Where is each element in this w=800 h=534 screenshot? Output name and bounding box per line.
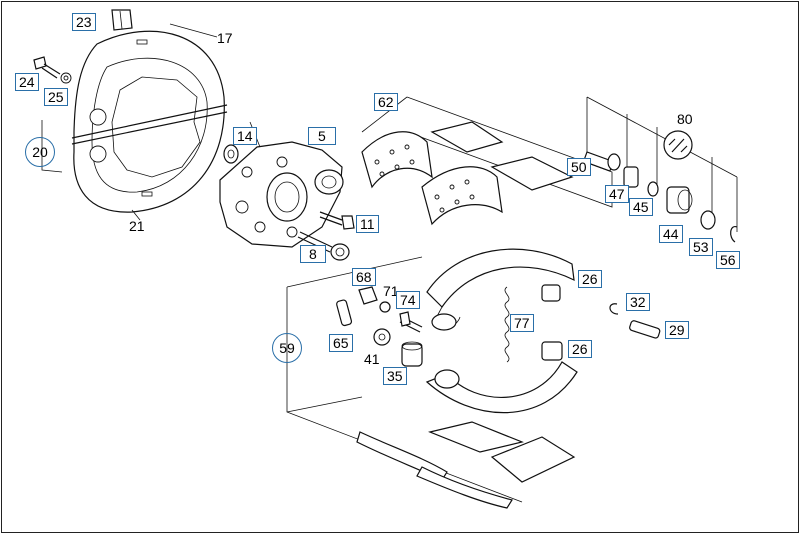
label-32[interactable]: 32 (626, 293, 650, 311)
label-35[interactable]: 35 (383, 367, 407, 385)
washer-41 (373, 328, 391, 346)
label-50[interactable]: 50 (567, 158, 591, 176)
label-80[interactable]: 80 (677, 111, 693, 127)
label-62[interactable]: 62 (374, 93, 398, 111)
label-26-lower[interactable]: 26 (568, 340, 592, 358)
label-44[interactable]: 44 (659, 225, 683, 243)
bushing-35 (401, 341, 423, 367)
label-8[interactable]: 8 (300, 245, 326, 263)
label-29[interactable]: 29 (665, 321, 689, 339)
label-11[interactable]: 11 (356, 215, 379, 233)
housing-5 (219, 121, 344, 248)
label-26-upper[interactable]: 26 (578, 270, 602, 288)
label-56[interactable]: 56 (716, 251, 740, 269)
washer-71 (379, 301, 391, 313)
bolt-74 (399, 311, 423, 333)
label-14[interactable]: 14 (233, 127, 257, 145)
label-23[interactable]: 23 (72, 13, 96, 31)
clip-23 (111, 9, 133, 31)
label-74[interactable]: 74 (396, 291, 420, 309)
label-53[interactable]: 53 (689, 238, 713, 256)
label-45[interactable]: 45 (629, 198, 653, 216)
backing-plate (71, 23, 228, 221)
washer-14 (223, 144, 239, 164)
clip-68 (358, 286, 378, 305)
label-21[interactable]: 21 (129, 218, 145, 234)
label-65[interactable]: 65 (329, 334, 353, 352)
bracket-line-20 (41, 120, 63, 173)
label-24[interactable]: 24 (15, 73, 39, 91)
label-25[interactable]: 25 (44, 88, 68, 106)
label-17[interactable]: 17 (217, 30, 233, 46)
shoe-set-59 (286, 248, 578, 509)
pin-65 (336, 299, 353, 327)
label-77[interactable]: 77 (510, 314, 534, 332)
label-68[interactable]: 68 (352, 268, 376, 286)
label-71[interactable]: 71 (383, 283, 399, 299)
label-5[interactable]: 5 (308, 127, 336, 145)
lining-set-62 (361, 96, 613, 226)
label-59[interactable]: 59 (272, 333, 302, 363)
ring-32 (609, 303, 619, 315)
adjuster-group-80 (582, 96, 738, 243)
label-41[interactable]: 41 (364, 351, 380, 367)
bolt-11 (319, 211, 355, 230)
label-20[interactable]: 20 (25, 137, 55, 167)
label-47[interactable]: 47 (605, 185, 629, 203)
pin-29 (629, 320, 661, 339)
bolt-24 (33, 56, 72, 84)
